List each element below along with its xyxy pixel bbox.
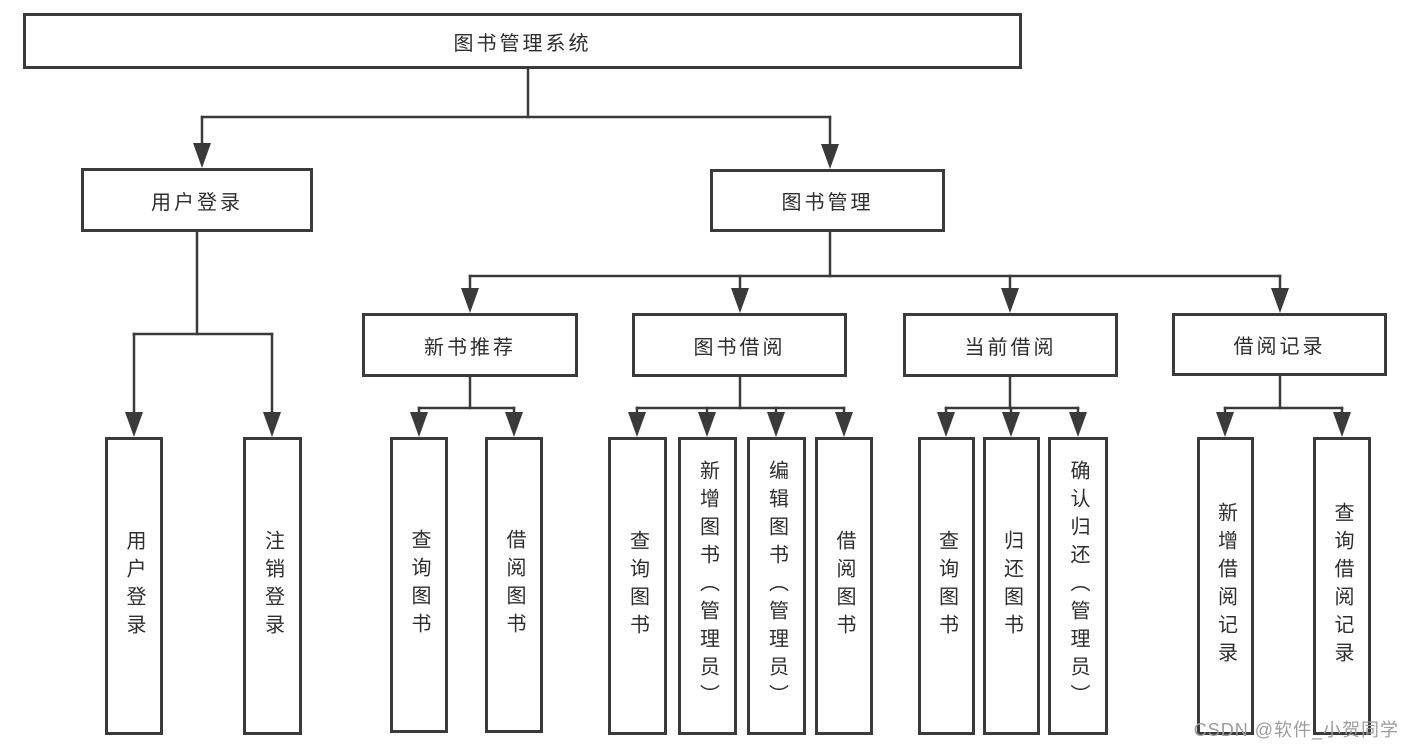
connector-borrow-records-children	[1216, 374, 1351, 437]
leaf-borrow-book-recommend: 借阅图书	[485, 437, 543, 733]
leaf-add-book-admin: 新增图书（管理员）	[678, 437, 737, 735]
node-user-login: 用户登录	[81, 168, 313, 232]
leaf-logout: 注销登录	[243, 437, 302, 735]
node-book-borrow: 图书借阅	[632, 313, 847, 377]
node-root-library-system: 图书管理系统	[23, 13, 1022, 69]
leaf-confirm-return-admin: 确认归还（管理员）	[1048, 437, 1108, 735]
connector-new-book-rec-children	[410, 375, 523, 437]
leaf-add-borrow-record: 新增借阅记录	[1197, 437, 1254, 735]
connector-user-login-children	[125, 230, 281, 437]
leaf-borrow-book: 借阅图书	[815, 437, 873, 735]
leaf-query-borrow-record: 查询借阅记录	[1313, 437, 1371, 735]
watermark: CSDN @软件_小贺同学	[1193, 720, 1399, 740]
connector-root-to-level2	[193, 67, 839, 169]
leaf-user-login: 用户登录	[105, 437, 163, 735]
node-borrow-records: 借阅记录	[1172, 313, 1387, 376]
node-book-management: 图书管理	[710, 169, 945, 232]
connector-book-mgmt-children	[461, 230, 1289, 313]
leaf-edit-book-admin: 编辑图书（管理员）	[747, 437, 806, 735]
leaf-query-book-borrow: 查询图书	[608, 437, 667, 735]
leaf-query-book-recommend: 查询图书	[390, 437, 448, 733]
connector-book-borrow-children	[628, 375, 853, 437]
leaf-return-book: 归还图书	[983, 437, 1040, 735]
node-current-borrow: 当前借阅	[903, 313, 1118, 377]
connector-current-borrow-children	[937, 375, 1087, 437]
node-new-book-recommend: 新书推荐	[362, 313, 578, 377]
leaf-query-book-current: 查询图书	[918, 437, 975, 735]
